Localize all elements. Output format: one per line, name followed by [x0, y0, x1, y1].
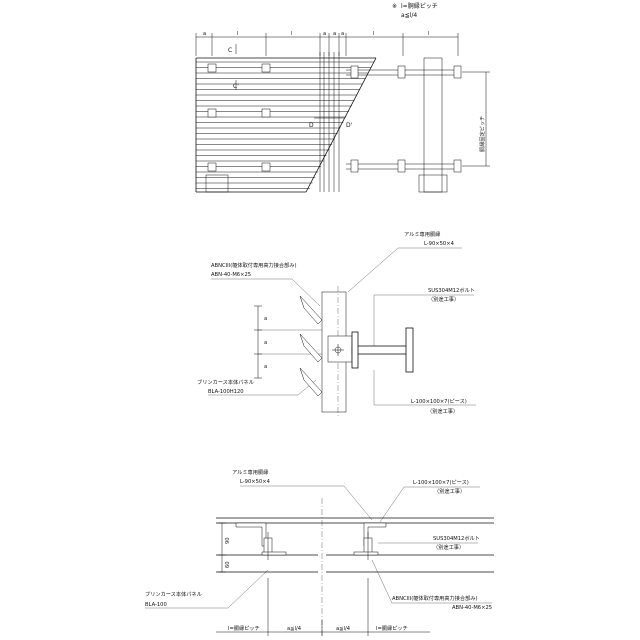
plan-dim-1: a	[264, 316, 267, 322]
detail-bolt-note: （別途工事）	[433, 543, 464, 551]
detail-piece-note: （別途工事）	[434, 487, 465, 495]
dim-a-2: a	[323, 31, 326, 37]
rail-size: L-90×50×4	[424, 241, 455, 247]
detail-rail-size: L-90×50×4	[240, 479, 271, 485]
detail-bottom-4: l=胴縁ピッチ	[376, 624, 408, 632]
detail-bracket-right	[353, 522, 387, 560]
detail-anchor-title: ABNCIII(躯体取付専用高力接合部み)	[392, 594, 478, 602]
dim-l-1: l	[237, 31, 238, 37]
detail-dim-90: 90	[225, 537, 231, 544]
dim-ticks	[195, 33, 459, 56]
detail-rail-title: アルミ専用胴縁	[232, 468, 268, 476]
anchor-size: ABN-40-M6×25	[211, 272, 251, 278]
detail-piece-title: L-100×100×7(ピース)	[413, 479, 469, 486]
h-steel	[351, 327, 414, 373]
detail-panel-size: BLA-100	[145, 602, 167, 608]
piece-note: （別途工事）	[427, 407, 458, 415]
plan-dim-2: a	[264, 340, 267, 346]
dim-l-3: l	[373, 31, 374, 37]
detail-bottom-3: a≦l/4	[336, 626, 351, 632]
detail-panel-title: ブリンカース本体パネル	[145, 590, 202, 598]
detail-anchor-size: ABN-40-M6×25	[452, 605, 492, 611]
panel-size: BLA-100H120	[208, 389, 244, 395]
detail-bottom-2: a≦l/4	[287, 626, 302, 632]
dim-l-2: l	[291, 31, 292, 37]
louver-blades	[299, 295, 331, 397]
dim-a-1: a	[203, 31, 206, 37]
note-edge: a≦l/4	[401, 12, 417, 19]
section-c: C	[228, 47, 232, 54]
note-symbol: ※	[392, 3, 397, 10]
section-d-prime: D'	[346, 122, 353, 129]
section-c-prime: C'	[233, 83, 239, 90]
bolt-title: SUS304M12ボルト	[428, 286, 475, 294]
plan-dim-3: a	[264, 364, 267, 370]
section-detail-view: アルミ専用胴縁 L-90×50×4 L-100×100×7(ピース) （別途工事…	[145, 468, 494, 636]
elevation-view: ※ l=胴縁ピッチ a≦l/4 a l l a a a l l	[195, 2, 490, 193]
detail-bolt-title: SUS304M12ボルト	[433, 534, 480, 542]
steel-frame	[319, 52, 462, 193]
detail-bracket-left	[235, 522, 287, 560]
dim-a-4: a	[341, 31, 344, 37]
dim-l-4: l	[428, 31, 429, 37]
piece-title: L-100×100×7(ピース)	[411, 398, 467, 405]
panel-title: ブリンカース本体パネル	[197, 378, 254, 386]
rail-title: アルミ専用胴縁	[404, 230, 440, 238]
dim-a-3: a	[333, 31, 336, 37]
section-d: D	[309, 122, 314, 129]
detail-bottom-1: l=胴縁ピッチ	[228, 624, 260, 632]
note-pitch: l=胴縁ピッチ	[401, 2, 438, 10]
section-plan-view: アルミ専用胴縁 L-90×50×4 ABNCIII(躯体取付専用高力接合部み) …	[197, 230, 476, 418]
anchor-title: ABNCIII(躯体取付専用高力接合部み)	[211, 261, 297, 269]
fix-pitch-label: 胴縁固定ピッチ	[478, 116, 486, 152]
detail-dim-60: 60	[225, 561, 231, 568]
bolt-note: （別途工事）	[428, 295, 459, 303]
